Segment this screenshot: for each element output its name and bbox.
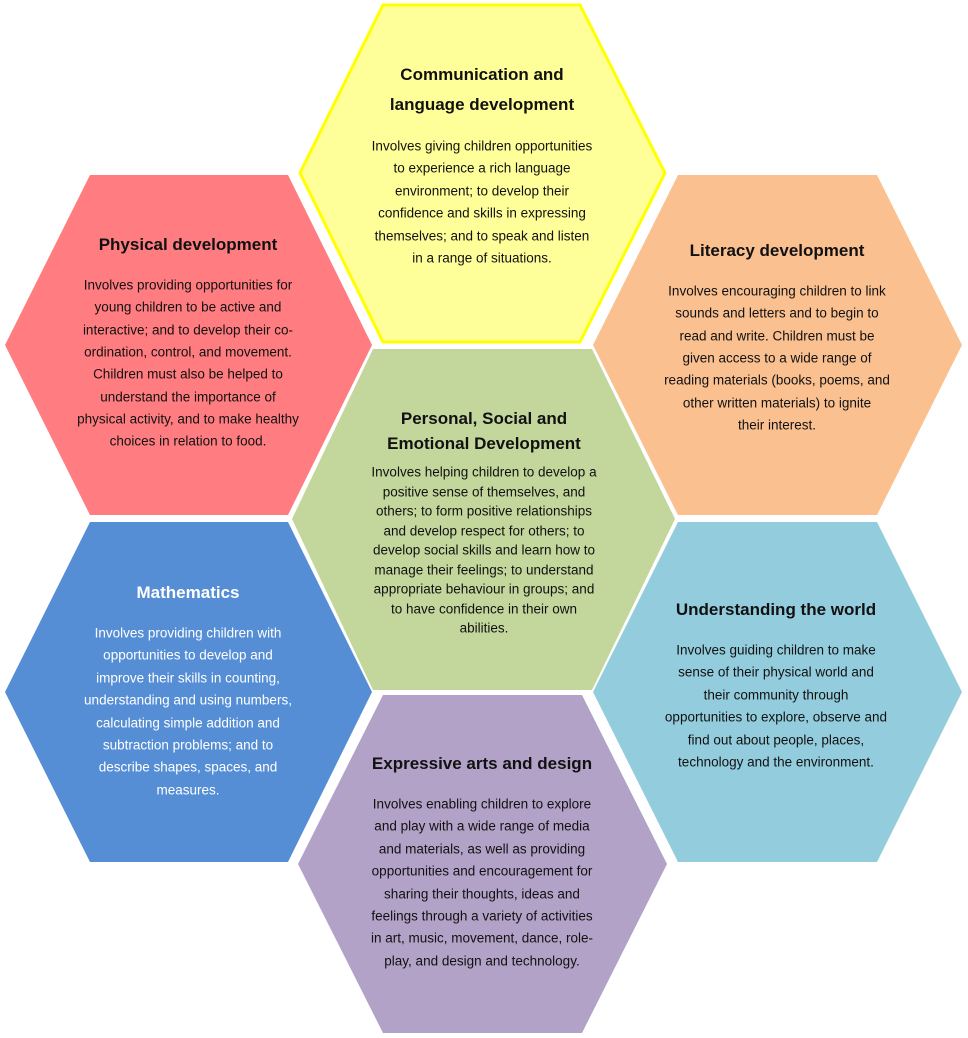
hexagon-description-mathematics: subtraction problems; and to [102, 737, 274, 753]
hexagon-description-physical: physical activity, and to make healthy [77, 411, 299, 427]
hexagon-mathematics [5, 522, 372, 862]
hexagon-description-literacy: reading materials (books, poems, and [664, 372, 890, 388]
hexagon-description-expressive: Involves enabling children to explore [372, 796, 592, 812]
hexagon-description-mathematics: describe shapes, spaces, and [98, 759, 278, 775]
hexagon-expressive [298, 695, 667, 1033]
hexagon-description-understanding: technology and the environment. [678, 754, 874, 770]
hexagon-description-psed: manage their feelings; to understand [374, 562, 594, 577]
hexagon-title-understanding: Understanding the world [675, 600, 877, 619]
hexagon-description-mathematics: opportunities to develop and [103, 647, 273, 663]
hexagon-description-psed: others; to form positive relationships [375, 503, 593, 519]
hexagon-title-literacy: Literacy development [689, 241, 865, 260]
hexagon-description-expressive: play, and design and technology. [384, 953, 580, 969]
hexagon-description-communication: to experience a rich language [393, 160, 571, 176]
hexagon-communication [298, 3, 667, 344]
hexagon-description-understanding: sense of their physical world and [678, 664, 874, 680]
hexagon-description-psed: develop social skills and learn how to [372, 542, 596, 558]
hexagon-description-mathematics: understanding and using numbers, [84, 692, 292, 708]
hexagon-title-mathematics: Mathematics [136, 583, 240, 602]
hexagon-description-mathematics: measures. [156, 782, 220, 798]
hexagon-title-communication: language development [389, 95, 575, 114]
hexagon-description-expressive: feelings through a variety of activities [371, 908, 593, 924]
hexagon-description-physical: Involves providing opportunities for [83, 277, 293, 293]
hexagon-description-expressive: and materials, as well as providing [378, 841, 586, 857]
hexagon-description-literacy: Involves encouraging children to link [668, 283, 886, 299]
hexagon-literacy [593, 175, 962, 515]
hexagon-description-physical: Children must also be helped to [93, 366, 283, 382]
hexagon-physical [5, 175, 372, 515]
hexagon-description-psed: positive sense of themselves, and [382, 484, 586, 499]
hexagon-description-understanding: opportunities to explore, observe and [664, 709, 888, 725]
hexagon-description-expressive: opportunities and encouragement for [371, 863, 593, 879]
hexagon-description-psed: to have confidence in their own [390, 601, 578, 616]
hexagon-description-communication: themselves; and to speak and listen [374, 228, 590, 244]
hexagon-description-understanding: Involves guiding children to make [676, 642, 876, 658]
hexagon-description-mathematics: improve their skills in counting, [96, 670, 280, 686]
hexagon-description-physical: ordination, control, and movement. [84, 344, 292, 360]
hexagon-description-physical: understand the importance of [100, 389, 276, 404]
hexagon-title-communication: Communication and [400, 65, 564, 84]
hexagon-description-expressive: and play with a wide range of media [374, 818, 590, 834]
hexagon-description-understanding: their community through [703, 687, 849, 703]
hexagon-description-communication: environment; to develop their [394, 183, 570, 199]
hexagon-description-mathematics: Involves providing children with [94, 625, 282, 641]
hexagon-description-psed: appropriate behaviour in groups; and [373, 581, 595, 597]
hexagon-description-expressive: in art, music, movement, dance, role- [370, 930, 594, 946]
hexagon-description-physical: interactive; and to develop their co- [82, 322, 294, 338]
hexagon-description-literacy: other written materials) to ignite [682, 395, 872, 410]
hexagon-psed [292, 349, 675, 690]
hexagon-title-physical: Physical development [98, 235, 278, 254]
hexagon-description-physical: young children to be active and [94, 299, 282, 315]
hexagon-description-communication: Involves giving children opportunities [371, 138, 593, 154]
hexagon-description-communication: in a range of situations. [412, 250, 552, 266]
hexagon-understanding [593, 522, 962, 862]
hexagon-title-expressive: Expressive arts and design [371, 754, 593, 773]
hexagon-description-physical: choices in relation to food. [109, 433, 267, 449]
hexagon-description-literacy: their interest. [737, 417, 817, 433]
hexagon-description-psed: abilities. [459, 620, 509, 636]
hexagon-description-literacy: read and write. Children must be [679, 328, 875, 344]
hexagon-description-mathematics: calculating simple addition and [96, 715, 280, 731]
hexagon-description-literacy: given access to a wide range of [682, 350, 872, 366]
hexagon-description-communication: confidence and skills in expressing [378, 205, 586, 221]
hexagon-description-literacy: sounds and letters and to begin to [675, 305, 879, 321]
hexagon-title-psed: Emotional Development [387, 434, 581, 453]
hexagon-description-understanding: find out about people, places, [687, 732, 865, 748]
hexagon-description-psed: Involves helping children to develop a [371, 464, 597, 480]
hexagon-description-expressive: sharing their thoughts, ideas and [384, 886, 580, 902]
hexagon-description-psed: and develop respect for others; to [383, 523, 585, 538]
hexagon-title-psed: Personal, Social and [400, 409, 568, 428]
